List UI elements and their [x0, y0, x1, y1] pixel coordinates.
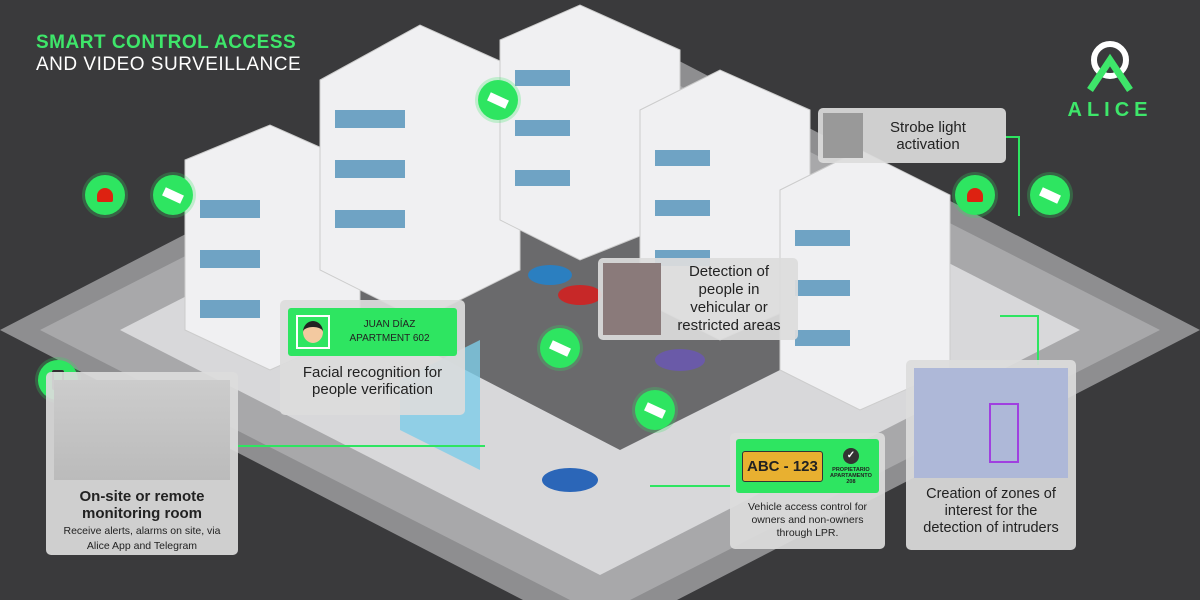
- person-name: JUAN DÍAZ: [363, 319, 416, 330]
- face-id-banner: JUAN DÍAZ APARTMENT 602: [288, 308, 457, 356]
- connector-line: [1018, 136, 1020, 216]
- zones-caption: Creation of zones of interest for the de…: [923, 486, 1059, 536]
- connector-line: [1005, 136, 1019, 138]
- lpr-banner: ABC - 123 ✓ PROPIETARIO APARTAMENTO 208: [736, 439, 879, 493]
- intruder-box: [989, 403, 1019, 463]
- license-plate: ABC - 123: [742, 450, 823, 482]
- detection-callout: Detection of people in vehicular or rest…: [598, 258, 798, 340]
- strobe-light-icon: [85, 175, 125, 215]
- connector-line: [1037, 315, 1039, 365]
- strobe-thumbnail: [823, 113, 863, 158]
- strobe-callout: Strobe light activation: [818, 108, 1006, 163]
- person-apartment: APARTMENT 602: [349, 333, 430, 344]
- connector-line: [1000, 315, 1038, 317]
- connector-line: [235, 445, 485, 447]
- zones-callout: Creation of zones of interest for the de…: [906, 360, 1076, 550]
- check-icon: ✓: [842, 447, 859, 464]
- camera-icon: [540, 328, 580, 368]
- zone-illustration: [914, 368, 1068, 478]
- alice-logo-icon: [1087, 41, 1133, 92]
- facial-recognition-callout: JUAN DÍAZ APARTMENT 602 Facial recogniti…: [280, 300, 465, 415]
- monitoring-heading: On-site or remote monitoring room: [79, 488, 205, 522]
- alice-logo: ALICE: [1060, 36, 1160, 122]
- page-title: SMART CONTROL ACCESS AND VIDEO SURVEILLA…: [36, 32, 301, 76]
- monitoring-room-illustration: [54, 380, 230, 480]
- camera-icon: [1030, 175, 1070, 215]
- title-line-1: SMART CONTROL ACCESS: [36, 32, 297, 53]
- monitoring-text: Receive alerts, alarms on site, via Alic…: [63, 525, 221, 552]
- detection-caption: Detection of people in vehicular or rest…: [677, 263, 781, 334]
- strobe-light-icon: [955, 175, 995, 215]
- monitoring-callout: On-site or remote monitoring room Receiv…: [46, 372, 238, 555]
- owner-apartment: APARTAMENTO 208: [829, 472, 872, 485]
- cars: [528, 265, 705, 492]
- camera-icon: [478, 80, 518, 120]
- detection-thumbnail: [603, 263, 661, 335]
- facial-caption: Facial recognition for people verificati…: [302, 364, 443, 398]
- title-line-2: AND VIDEO SURVEILLANCE: [36, 54, 302, 75]
- logo-text: ALICE: [1067, 99, 1153, 121]
- camera-icon: [635, 390, 675, 430]
- lpr-callout: ABC - 123 ✓ PROPIETARIO APARTAMENTO 208 …: [730, 433, 885, 549]
- face-icon: [296, 315, 330, 349]
- connector-line: [650, 485, 730, 487]
- strobe-caption: Strobe light activation: [890, 118, 966, 153]
- lpr-caption: Vehicle access control for owners and no…: [747, 501, 868, 539]
- camera-icon: [153, 175, 193, 215]
- owner-label: PROPIETARIO: [832, 466, 870, 473]
